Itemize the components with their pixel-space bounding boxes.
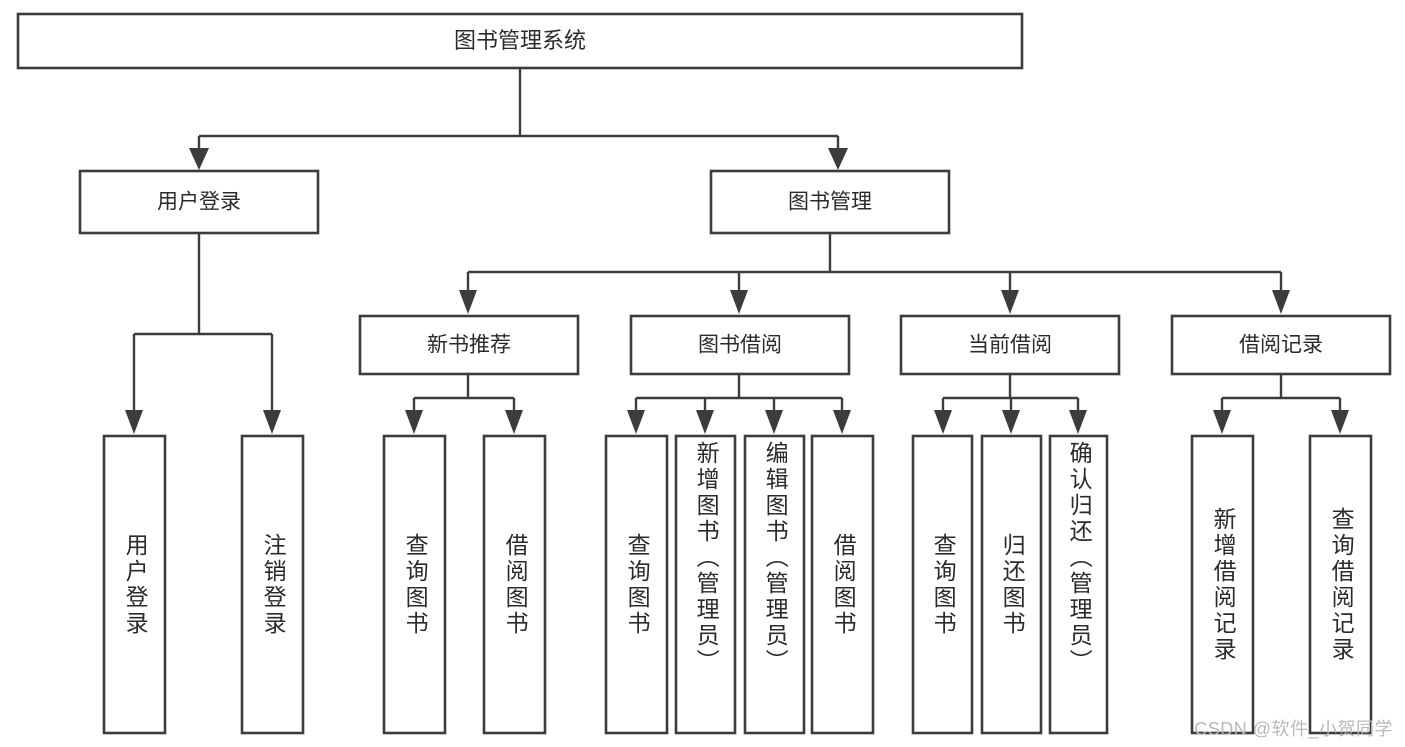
leaf-box-bookborrow-add[interactable]: [674, 434, 737, 735]
connector-new-book-to-leaves: [405, 374, 523, 434]
node-root-system[interactable]: 图书管理系统: [16, 12, 1024, 70]
connector-current-borrow-to-leaves: [934, 374, 1087, 434]
leaf-box-user-login-login[interactable]: [102, 434, 167, 735]
connector-book-mgmt-to-level3: [459, 233, 1290, 314]
leaf-box-user-login-logout[interactable]: [240, 434, 305, 735]
leaf-box-currentborrow-confirm[interactable]: [1048, 434, 1109, 735]
connector-user-login-to-leaves: [125, 233, 281, 434]
node-book-borrow-label: 图书借阅: [698, 334, 782, 357]
connector-borrow-record-to-leaves: [1213, 374, 1349, 434]
leaf-box-bookborrow-borrow[interactable]: [810, 434, 875, 735]
node-book-borrow[interactable]: 图书借阅: [629, 314, 851, 376]
leaf-box-bookborrow-edit[interactable]: [743, 434, 806, 735]
leaf-box-record-add[interactable]: [1190, 434, 1255, 735]
node-book-management[interactable]: 图书管理: [709, 169, 951, 235]
node-root-label: 图书管理系统: [454, 28, 586, 53]
node-borrow-record-label: 借阅记录: [1239, 334, 1323, 357]
csdn-watermark: CSDN @软件_小贺同学: [1194, 719, 1393, 739]
node-new-book-recommend[interactable]: 新书推荐: [358, 314, 580, 376]
leaf-box-currentborrow-return[interactable]: [980, 434, 1043, 735]
leaf-box-newbook-query[interactable]: [382, 434, 447, 735]
node-current-borrow[interactable]: 当前借阅: [899, 314, 1121, 376]
node-new-book-recommend-label: 新书推荐: [427, 334, 511, 357]
leaf-box-bookborrow-query[interactable]: [604, 434, 669, 735]
connector-book-borrow-to-leaves: [627, 374, 851, 434]
leaf-box-record-query[interactable]: [1308, 434, 1373, 735]
leaf-box-currentborrow-query[interactable]: [911, 434, 974, 735]
node-book-management-label: 图书管理: [788, 191, 872, 214]
leaf-box-newbook-borrow[interactable]: [482, 434, 547, 735]
node-borrow-record[interactable]: 借阅记录: [1170, 314, 1392, 376]
node-user-login-label: 用户登录: [157, 191, 241, 214]
connector-root-to-level2: [189, 68, 848, 170]
node-user-login[interactable]: 用户登录: [78, 169, 320, 235]
node-current-borrow-label: 当前借阅: [968, 334, 1052, 357]
